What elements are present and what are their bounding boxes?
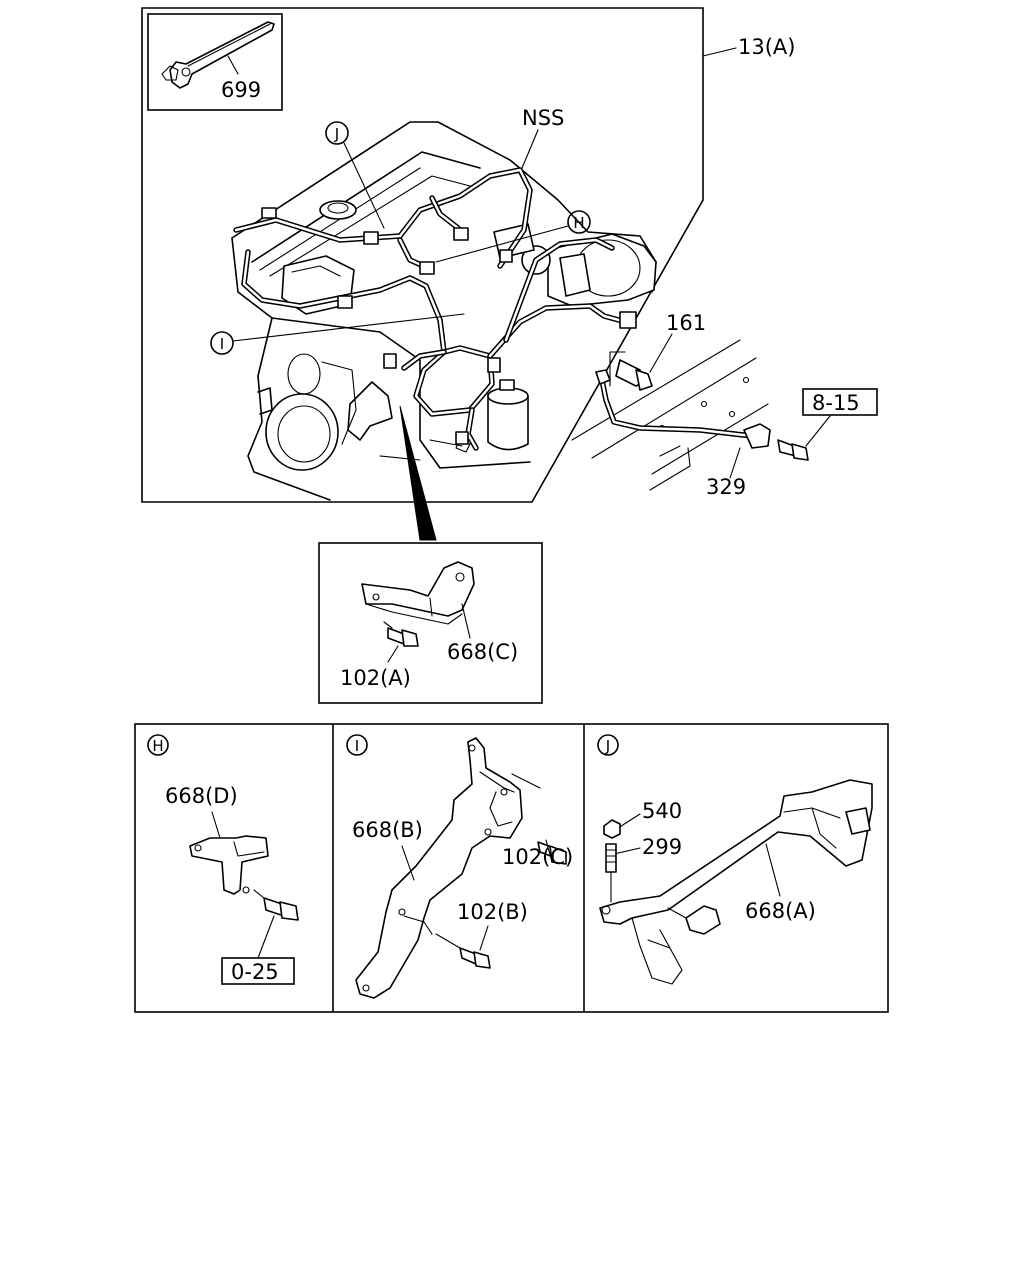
label-bolt-161: 161 <box>666 311 706 335</box>
label-stud-299: 299 <box>642 835 682 859</box>
detail-pointer <box>399 405 437 541</box>
detail-bracket-c: 668(C) 102(A) <box>318 542 543 704</box>
label-bracket-668a: 668(A) <box>745 899 816 923</box>
nut-540-icon <box>603 819 621 839</box>
label-ref-0-25: 0-25 <box>231 960 279 984</box>
bracket-668b-icon <box>355 737 523 999</box>
bolt-102b-icon <box>459 947 477 965</box>
ref-box-0-25 <box>221 957 295 985</box>
panel-i: I 668(B) 102(C) 102(B) <box>346 734 573 999</box>
bracket-668a-icon <box>599 779 873 925</box>
main-view-frame <box>141 7 704 503</box>
panel-h: H 668(D) 0-25 <box>147 734 299 985</box>
label-bolt-102c: 102(C) <box>502 845 573 869</box>
panel-h-letter: H <box>152 737 163 755</box>
callout-i: I <box>210 313 465 355</box>
ground-cable-329: 329 <box>595 351 771 499</box>
label-ref-8-15: 8-15 <box>812 391 860 415</box>
main-view: 699 13(A) NSS <box>141 7 795 541</box>
frame-rail <box>571 339 769 491</box>
ref-box-8-15 <box>802 388 878 416</box>
label-band-699: 699 <box>221 78 261 102</box>
bracket-668c-icon <box>361 561 475 617</box>
callout-h: H <box>435 210 591 263</box>
cable-tie-icon <box>169 21 275 89</box>
callout-j: J <box>325 121 385 229</box>
label-nss: NSS <box>522 106 564 130</box>
bottom-panels-frame <box>134 723 889 1013</box>
bolt-ref-8-15: 8-15 <box>777 388 878 461</box>
panel-j: J 540 299 668(A) <box>597 734 873 985</box>
label-bracket-668c: 668(C) <box>447 640 518 664</box>
inset-band-frame <box>147 13 283 111</box>
callout-h-letter: H <box>573 214 584 232</box>
label-bracket-668d: 668(D) <box>165 784 238 808</box>
label-bracket-668b: 668(B) <box>352 818 423 842</box>
stud-299-icon <box>605 843 617 873</box>
label-harness: 13(A) <box>738 35 795 59</box>
bolt-161: 161 <box>615 311 706 391</box>
bracket-668d-icon <box>189 835 269 895</box>
detail-bracket-c-frame <box>318 542 543 704</box>
inset-band-699: 699 <box>147 13 283 111</box>
wiring-harness <box>233 167 637 451</box>
callout-j-letter: J <box>334 125 339 143</box>
panel-j-letter: J <box>605 737 610 755</box>
label-nut-540: 540 <box>642 799 682 823</box>
panel-i-letter: I <box>355 737 359 755</box>
label-cable-329: 329 <box>706 475 746 499</box>
callout-i-letter: I <box>220 335 224 353</box>
label-bolt-102a: 102(A) <box>340 666 411 690</box>
label-bolt-102b: 102(B) <box>457 900 528 924</box>
